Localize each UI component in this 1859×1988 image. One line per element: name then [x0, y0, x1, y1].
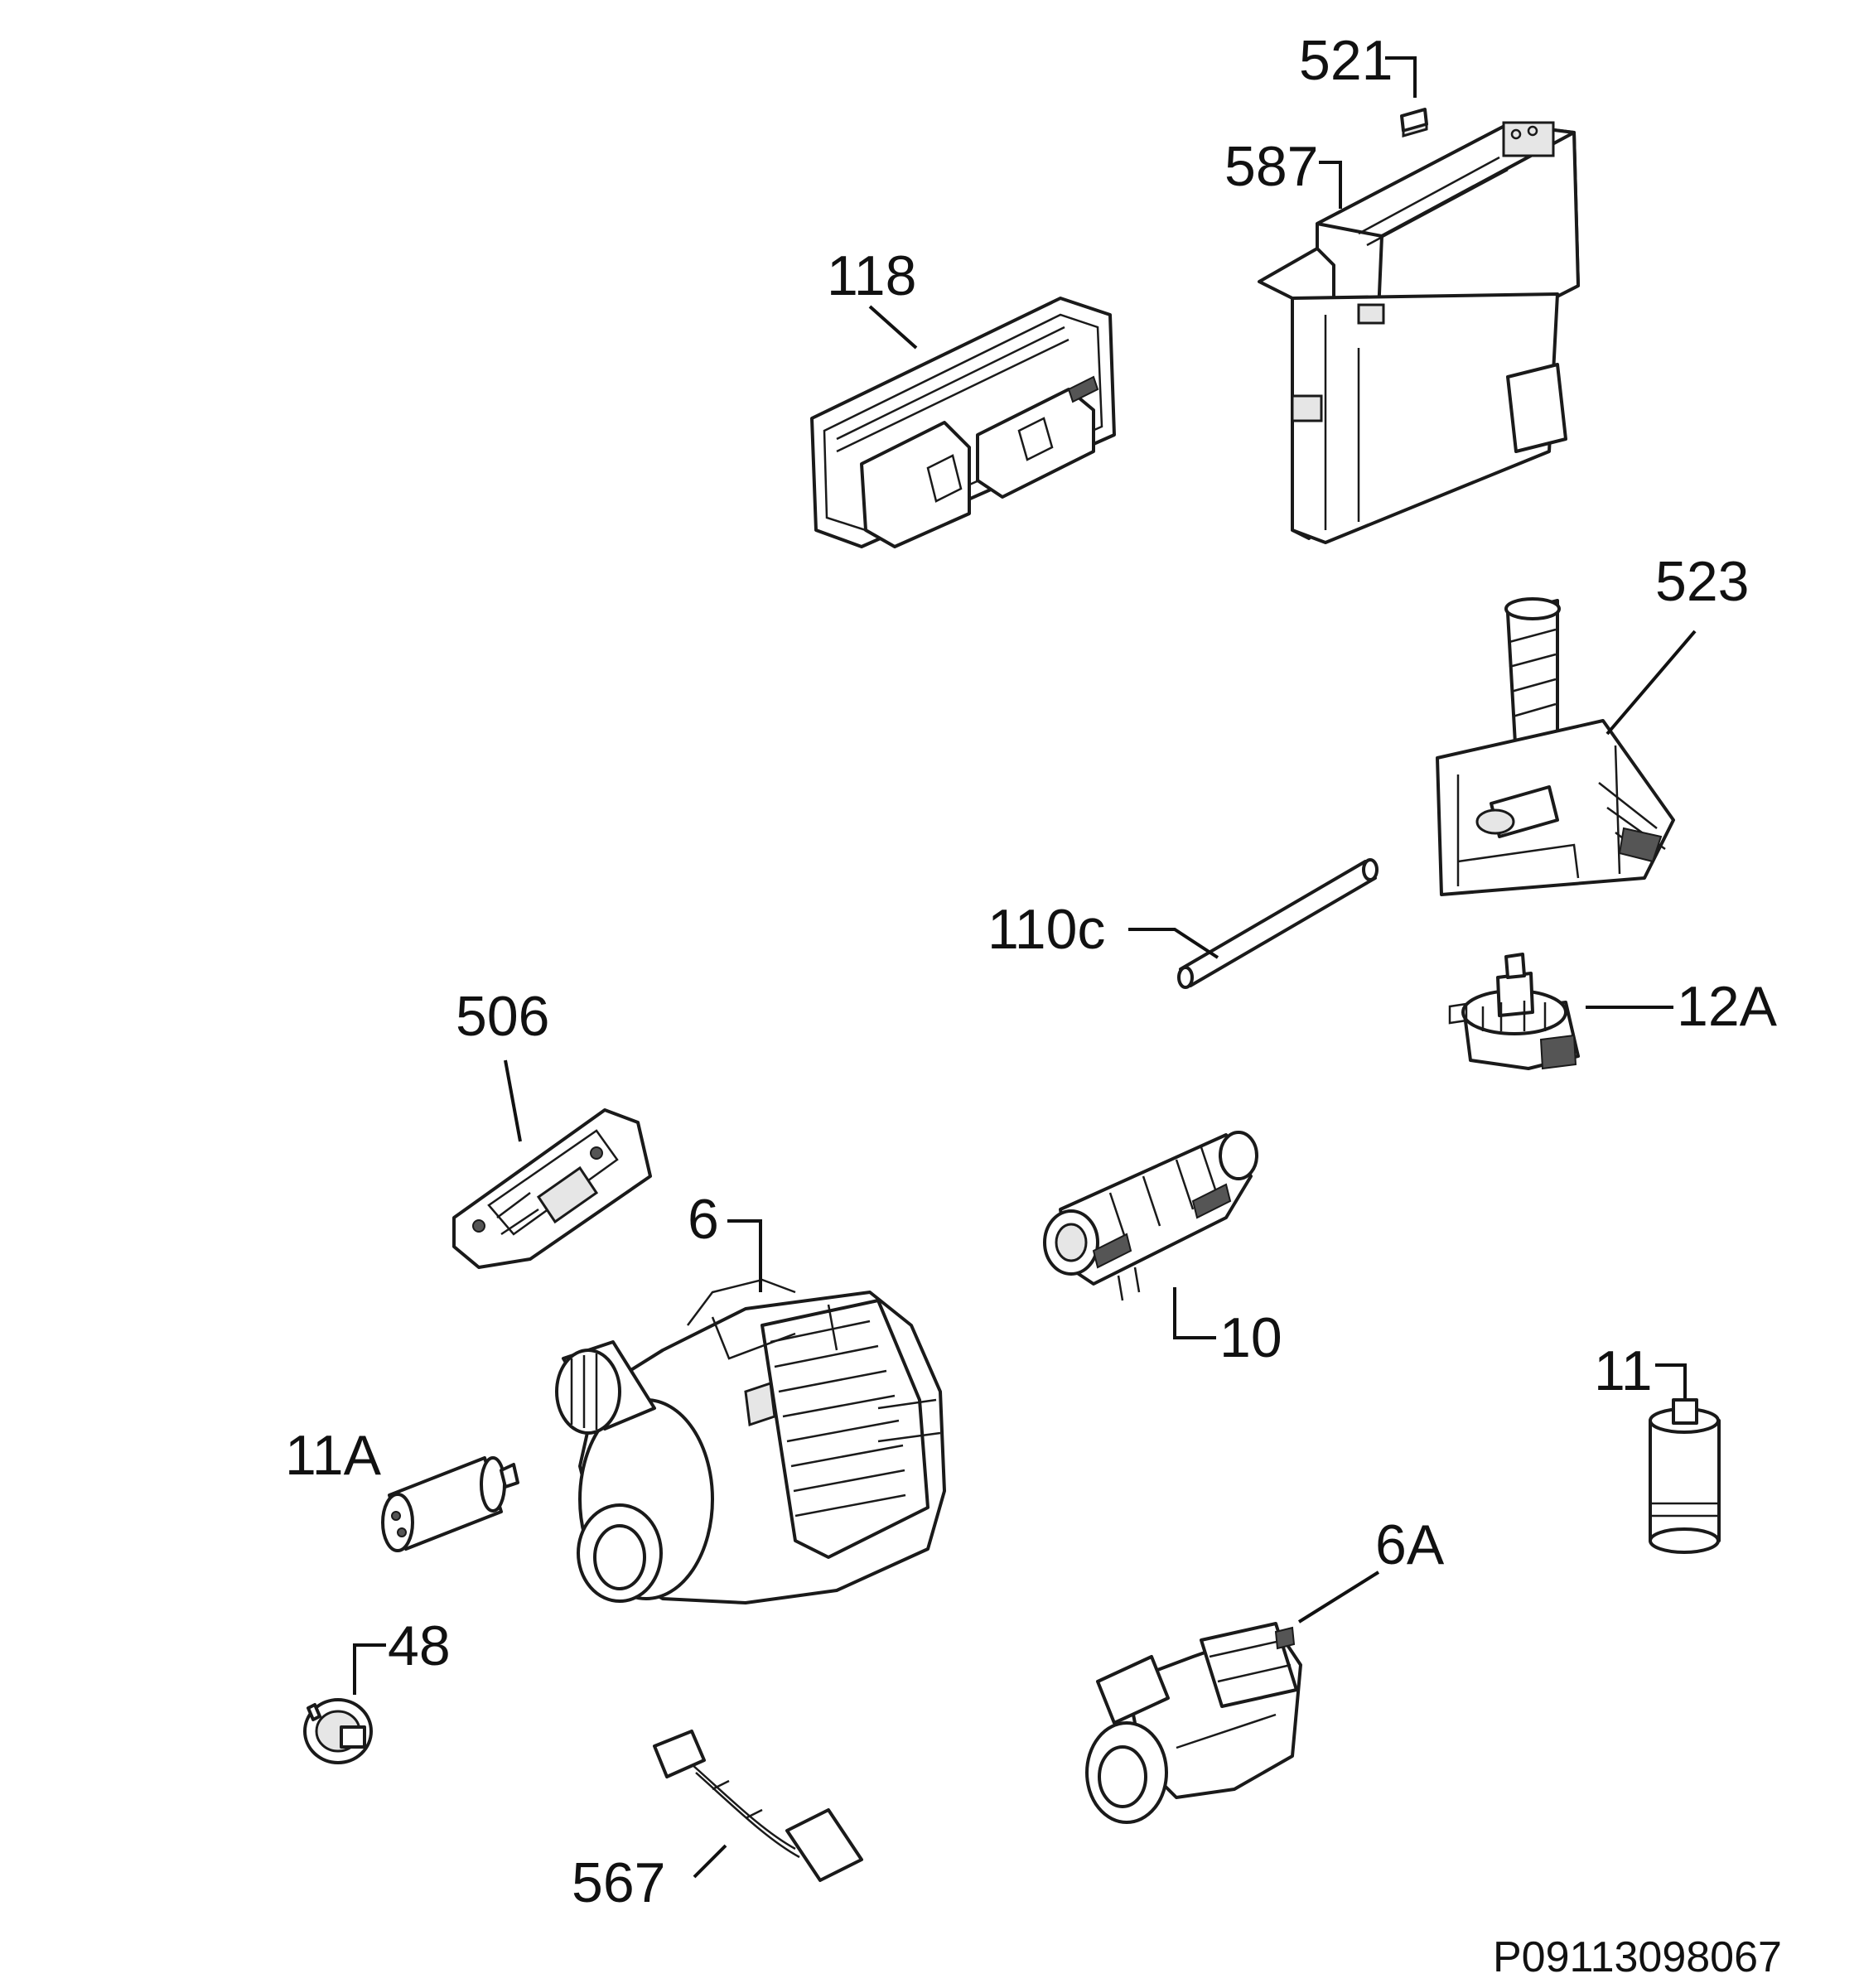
leader-118: [868, 305, 918, 350]
part-11A: [381, 1456, 519, 1552]
leader-10: [1173, 1287, 1216, 1339]
part-567: [653, 1730, 863, 1882]
label-587: 587: [1224, 135, 1318, 198]
leader-11: [1655, 1363, 1687, 1398]
label-11: 11: [1594, 1339, 1653, 1402]
label-506: 506: [456, 985, 549, 1048]
label-567: 567: [572, 1851, 665, 1914]
part-12A: [1448, 953, 1580, 1070]
label-6: 6: [688, 1188, 719, 1251]
part-506: [452, 1108, 652, 1269]
leader-521: [1385, 56, 1417, 98]
part-523: [1436, 597, 1675, 896]
part-10: [1043, 1131, 1258, 1301]
leader-567: [693, 1844, 727, 1879]
part-48: [303, 1698, 373, 1764]
label-6A: 6A: [1375, 1513, 1445, 1576]
part-118: [810, 297, 1116, 548]
leader-6A: [1297, 1571, 1380, 1624]
part-11: [1649, 1398, 1721, 1554]
part-6A: [1085, 1622, 1302, 1824]
label-11A: 11A: [285, 1424, 382, 1487]
part-6: [555, 1278, 946, 1604]
leader-110c: [1128, 928, 1219, 959]
leader-6: [727, 1219, 762, 1292]
label-12A: 12A: [1677, 975, 1778, 1038]
leader-48: [353, 1643, 386, 1695]
label-48: 48: [388, 1614, 451, 1677]
leader-506: [504, 1059, 522, 1142]
label-118: 118: [827, 244, 916, 307]
label-523: 523: [1655, 550, 1749, 613]
label-110c: 110c: [987, 898, 1105, 961]
part-110c: [1177, 858, 1379, 989]
leader-523: [1606, 630, 1697, 736]
label-10: 10: [1219, 1306, 1282, 1369]
drawing-code: P09113098067: [1493, 1933, 1782, 1981]
part-521: [1400, 108, 1428, 138]
leader-587: [1319, 161, 1342, 209]
label-521: 521: [1299, 29, 1393, 92]
part-587: [1258, 121, 1580, 544]
